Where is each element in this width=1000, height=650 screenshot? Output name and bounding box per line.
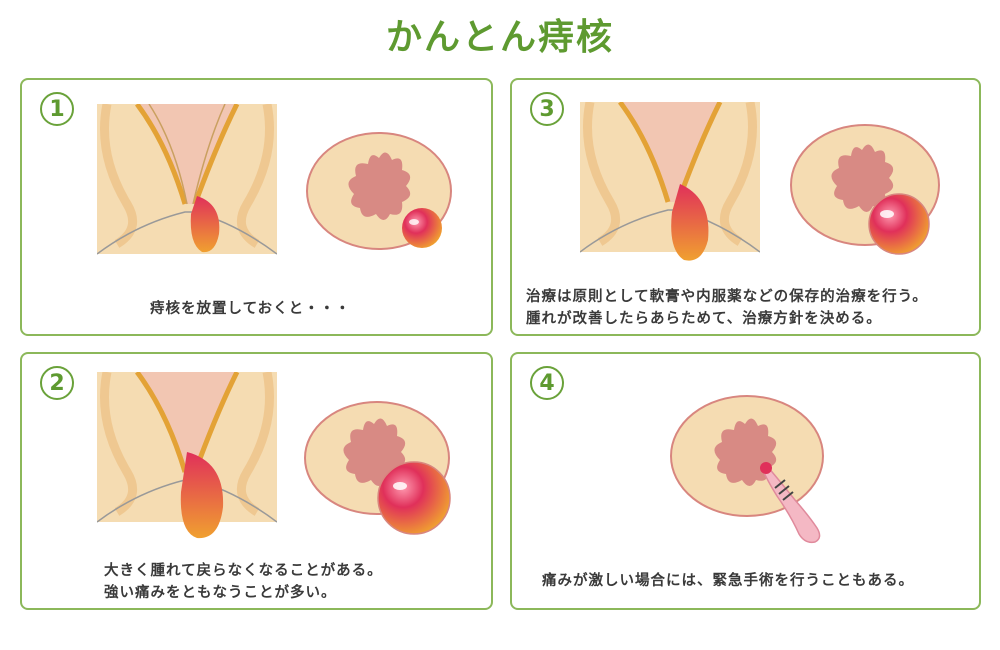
step-number-badge: 1 — [40, 92, 74, 126]
step-number-badge: 4 — [530, 366, 564, 400]
caption-line: 痛みが激しい場合には、緊急手術を行うこともある。 — [542, 573, 914, 589]
cross-section-illustration — [97, 372, 277, 539]
caption-line: 治療は原則として軟膏や内服薬などの保存的治療を行う。 — [526, 289, 928, 305]
hemorrhoid-internal — [190, 196, 220, 253]
panel-1: 1 痔核を放置しておくと・・・ — [20, 78, 493, 336]
hemorrhoid-internal — [671, 184, 709, 261]
anus-view-illustration — [790, 124, 940, 255]
panel-3: 3 治療は原則として軟膏や内服薬などの保存的治療を行う。 — [510, 78, 981, 336]
cross-section-illustration — [97, 104, 277, 255]
cross-section-illustration — [580, 102, 760, 261]
hemorrhoid-prolapsed — [180, 452, 224, 539]
anus-view-illustration — [306, 132, 452, 250]
surgical-wound — [760, 462, 821, 544]
caption-line: 強い痛みをともなうことが多い。 — [104, 585, 337, 601]
anus-view-illustration — [304, 401, 451, 535]
panel-4: 4 痛みが激しい場合には、緊急手術を行うこともある。 — [510, 352, 981, 610]
post-surgery-illustration — [670, 395, 824, 544]
caption-line: 痔核を放置しておくと・・・ — [150, 301, 351, 317]
caption-line: 腫れが改善したらあらためて、治療方針を決める。 — [526, 311, 882, 327]
panel-2: 2 大きく腫れて戻らなくなることがある。 強い痛 — [20, 352, 493, 610]
step-number-badge: 2 — [40, 366, 74, 400]
page-title: かんとん痔核 — [385, 17, 614, 58]
step-number-badge: 3 — [530, 92, 564, 126]
caption-line: 大きく腫れて戻らなくなることがある。 — [104, 563, 383, 579]
